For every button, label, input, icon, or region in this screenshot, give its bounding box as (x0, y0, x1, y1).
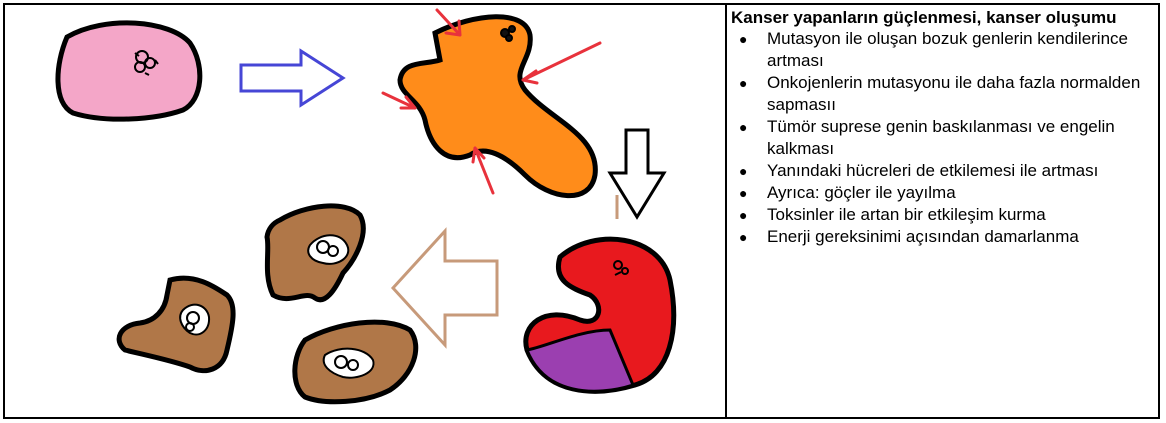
list-item: ● Ayrıca: göçler ile yayılma (731, 182, 1151, 204)
panel-heading: Kanser yapanların güçlenmesi, kanser olu… (731, 7, 1151, 28)
normal-cell (58, 23, 200, 119)
list-item-text: Mutasyon ile oluşan bozuk genlerin kendi… (767, 29, 1128, 70)
list-item: ● Onkojenlerin mutasyonu ile daha fazla n… (731, 72, 1151, 116)
list-item: ● Yanındaki hücreleri de etkilemesi ile a… (731, 160, 1151, 182)
bullet-icon: ● (739, 28, 747, 50)
list-item: ● Tümör suprese genin baskılanması ve eng… (731, 116, 1151, 160)
list-item-text: Tümör suprese genin baskılanması ve enge… (767, 117, 1115, 158)
bullet-icon: ● (739, 160, 747, 182)
bullet-icon: ● (739, 226, 747, 248)
column-divider (725, 5, 727, 417)
metastatic-cell-left (119, 278, 233, 371)
cancer-stages-illustration (5, 5, 723, 419)
tumor-cell (526, 239, 674, 391)
description-panel: Kanser yapanların güçlenmesi, kanser olu… (731, 7, 1151, 248)
bullet-icon: ● (739, 72, 747, 94)
list-item-text: Yanındaki hücreleri de etkilemesi ile ar… (767, 161, 1098, 180)
list-item-text: Ayrıca: göçler ile yayılma (767, 183, 956, 202)
metastatic-cells (119, 206, 416, 402)
list-item-text: Enerji gereksinimi açısından damarlanma (767, 227, 1079, 246)
list-item: ● Mutasyon ile oluşan bozuk genlerin kend… (731, 28, 1151, 72)
blue-arrow (241, 51, 343, 105)
bullet-icon: ● (739, 204, 747, 226)
bullet-icon: ● (739, 182, 747, 204)
list-item-text: Onkojenlerin mutasyonu ile daha fazla no… (767, 73, 1140, 114)
stressed-cell (400, 17, 595, 196)
bullet-list: ● Mutasyon ile oluşan bozuk genlerin kend… (731, 28, 1151, 248)
list-item-text: Toksinler ile artan bir etkileşim kurma (767, 205, 1046, 224)
list-item: ● Toksinler ile artan bir etkileşim kurma (731, 204, 1151, 226)
diagram-frame: Kanser yapanların güçlenmesi, kanser olu… (3, 3, 1160, 419)
list-item: ● Enerji gereksinimi açısından damarlanma (731, 226, 1151, 248)
bullet-icon: ● (739, 116, 747, 138)
